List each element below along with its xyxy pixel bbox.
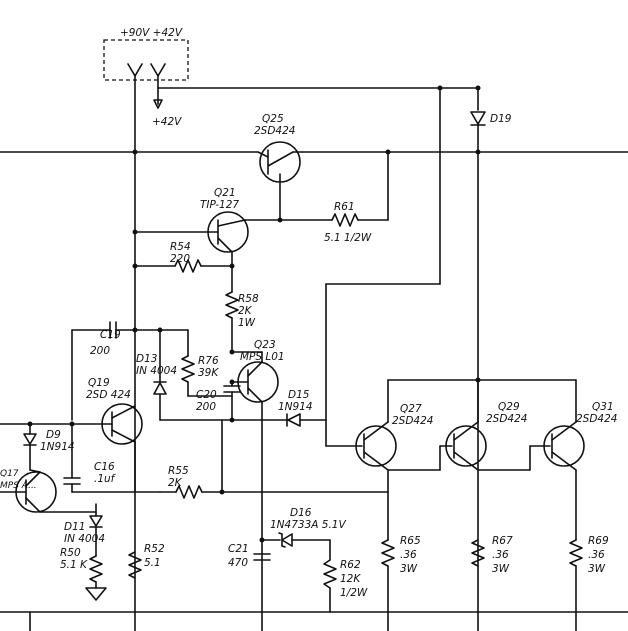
- bottom-rail: [0, 611, 628, 631]
- c19-value: 200: [90, 345, 110, 357]
- q17-part: MPS A...: [0, 481, 37, 491]
- c20-ref: C20: [196, 389, 217, 401]
- r76-value: 39K: [198, 367, 219, 379]
- r65-value: .36: [400, 549, 417, 561]
- tap-label: +42V: [152, 116, 182, 128]
- q27-part: 2SD424: [392, 415, 433, 427]
- r52-resistor: R52 5.1: [128, 543, 165, 579]
- r62-value: 12K: [340, 573, 361, 585]
- q25-ref: Q25: [262, 113, 284, 125]
- q25-part: 2SD424: [254, 125, 295, 137]
- q29-ref: Q29: [498, 401, 520, 413]
- d16-part: 1N4733A 5.1V: [270, 519, 346, 531]
- c21-ref: C21: [228, 543, 249, 555]
- c19-capacitor: C19 200: [71, 321, 161, 421]
- q23-transistor: Q23 MPS L01: [229, 339, 285, 613]
- r62-resistor: R62 12K 1/2W: [323, 559, 368, 613]
- q19-ref: Q19: [88, 377, 110, 389]
- r58-value: 2K: [238, 305, 253, 317]
- c16-value: .1uf: [94, 473, 117, 485]
- r61-ref: R61: [334, 201, 355, 213]
- d11-part: IN 4004: [64, 533, 105, 545]
- r62-ref: R62: [340, 559, 361, 571]
- r50-ref: R50: [60, 547, 81, 559]
- r58-resistor: R58 2K 1W: [225, 291, 259, 353]
- d15-diode: D15 1N914: [159, 389, 327, 427]
- d19-ref: D19: [490, 113, 512, 125]
- supply-connector: +90V +42V +42V: [103, 27, 479, 613]
- q19-transistor: Q19 2SD 424: [69, 377, 143, 445]
- q31-part: 2SD424: [576, 413, 617, 425]
- c20-value: 200: [196, 401, 216, 413]
- r65-rating: 3W: [400, 563, 418, 575]
- r61-value: 5.1 1/2W: [324, 232, 372, 244]
- r67-ref: R67: [492, 535, 513, 547]
- q27-transistor: Q27 2SD424: [355, 403, 433, 541]
- c16-ref: C16: [94, 461, 115, 473]
- d9-part: 1N914: [40, 441, 75, 453]
- r62-rating: 1/2W: [340, 587, 368, 599]
- q31-transistor: Q31 2SD424: [543, 401, 617, 541]
- r69-value: .36: [588, 549, 605, 561]
- q21-transistor: Q21 TIP-127: [132, 187, 249, 293]
- r69-resistor: R69 .36 3W: [569, 535, 609, 613]
- r58-rating: 1W: [238, 317, 256, 329]
- r50-value: 5.1 K: [60, 559, 88, 571]
- q31-ref: Q31: [592, 401, 614, 413]
- d15-ref: D15: [288, 389, 310, 401]
- r55-ref: R55: [168, 465, 189, 477]
- c21-value: 470: [228, 557, 248, 569]
- c20-capacitor: C20 200: [196, 379, 241, 421]
- r76-ref: R76: [198, 355, 219, 367]
- left-input-network: D9 1N914 Q17 MPS A... C16 .1uf D11 IN 40…: [0, 421, 161, 601]
- d15-part: 1N914: [278, 401, 313, 413]
- r65-resistor: R65 .36 3W: [381, 535, 421, 613]
- r69-ref: R69: [588, 535, 609, 547]
- r69-rating: 3W: [588, 563, 606, 575]
- c19-ref: C19: [100, 329, 121, 341]
- d13-ref: D13: [136, 353, 157, 365]
- r58-ref: R58: [238, 293, 259, 305]
- d13-part: IN 4004: [136, 365, 177, 377]
- q27-ref: Q27: [400, 403, 422, 415]
- r67-value: .36: [492, 549, 509, 561]
- r76-resistor: R76 39K: [159, 329, 233, 397]
- r52-value: 5.1: [144, 557, 161, 569]
- q19-part: 2SD 424: [86, 389, 131, 401]
- q21-ref: Q21: [214, 187, 236, 199]
- c21-capacitor: C21 470: [228, 543, 271, 569]
- d16-zener: D16 1N4733A 5.1V: [259, 507, 346, 561]
- q17-ref: Q17: [0, 469, 19, 479]
- r65-ref: R65: [400, 535, 421, 547]
- d11-ref: D11: [64, 521, 85, 533]
- d9-ref: D9: [46, 429, 61, 441]
- q21-part: TIP-127: [200, 199, 239, 211]
- q29-part: 2SD424: [486, 413, 527, 425]
- r67-resistor: R67 .36 3W: [471, 535, 513, 575]
- r61-resistor: R61 5.1 1/2W: [244, 149, 391, 244]
- q25-transistor: Q25 2SD424: [254, 113, 303, 221]
- r55-resistor: R55 2K: [134, 419, 389, 499]
- r54-resistor: R54 220: [132, 241, 235, 273]
- q23-ref: Q23: [254, 339, 276, 351]
- d13-diode: D13 IN 4004: [136, 327, 177, 421]
- r54-value: 220: [170, 253, 190, 265]
- connector-label: +90V +42V: [120, 27, 183, 39]
- q23-part: MPS L01: [240, 351, 285, 363]
- r67-rating: 3W: [492, 563, 510, 575]
- q29-transistor: Q29 2SD424: [445, 401, 527, 471]
- r54-ref: R54: [170, 241, 191, 253]
- r52-ref: R52: [144, 543, 165, 555]
- r55-value: 2K: [168, 477, 183, 489]
- d19-diode-symbol: [470, 111, 486, 125]
- d16-ref: D16: [290, 507, 312, 519]
